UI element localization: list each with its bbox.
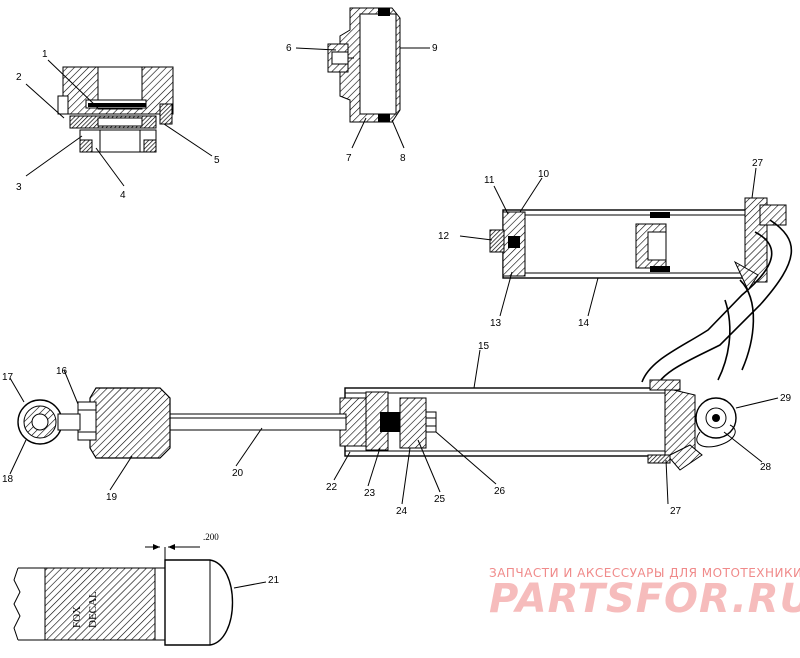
callout-18: 18 [2, 474, 14, 485]
callout-14: 14 [578, 318, 590, 329]
callout-12: 12 [438, 231, 450, 242]
callout-29: 29 [780, 393, 792, 404]
callout-27-upper: 27 [752, 158, 764, 169]
callout-10: 10 [538, 169, 550, 180]
callout-17: 17 [2, 372, 14, 383]
callout-5: 5 [214, 155, 220, 166]
callout-7: 7 [346, 153, 352, 164]
watermark: ЗАПЧАСТИ И АКСЕССУАРЫ ДЛЯ МОТОТЕХНИКИ PA… [489, 566, 800, 622]
callout-2: 2 [16, 72, 22, 83]
callout-6: 6 [286, 43, 292, 54]
decal-offset-dimension: .200 [203, 532, 219, 542]
callout-19: 19 [106, 492, 118, 503]
callout-9: 9 [432, 43, 438, 54]
watermark-tagline: ЗАПЧАСТИ И АКСЕССУАРЫ ДЛЯ МОТОТЕХНИКИ [489, 566, 800, 580]
callout-15: 15 [478, 341, 490, 352]
callout-23: 23 [364, 488, 376, 499]
callout-26: 26 [494, 486, 506, 497]
callout-24: 24 [396, 506, 408, 517]
callout-8: 8 [400, 153, 406, 164]
reservoir-hose [641, 219, 793, 391]
callout-25: 25 [434, 494, 446, 505]
callout-27-lower: 27 [670, 506, 682, 517]
decal-text-fox: FOX [71, 606, 83, 628]
callout-28: 28 [760, 462, 772, 473]
detail-seal-head [57, 66, 174, 153]
callout-1: 1 [42, 49, 48, 60]
detail-end-cap [327, 7, 401, 123]
callout-3: 3 [16, 182, 22, 193]
shaft-assembly [17, 387, 347, 459]
callout-21: 21 [268, 575, 280, 586]
callout-11: 11 [484, 175, 495, 186]
callout-16: 16 [56, 366, 68, 377]
detail-reservoir [489, 197, 787, 283]
leader-lines [9, 47, 779, 589]
callout-22: 22 [326, 482, 338, 493]
callout-labels: 1 2 3 4 5 6 7 8 9 10 11 12 13 14 15 16 1… [2, 43, 792, 586]
callout-4: 4 [120, 190, 126, 201]
watermark-brand: PARTSFOR.RU [489, 576, 800, 622]
callout-20: 20 [232, 468, 244, 479]
detail-decal-position: .200 FOX DECAL [13, 532, 234, 646]
callout-13: 13 [490, 318, 502, 329]
shock-main-body [339, 379, 737, 471]
decal-text-decal: DECAL [87, 591, 99, 628]
